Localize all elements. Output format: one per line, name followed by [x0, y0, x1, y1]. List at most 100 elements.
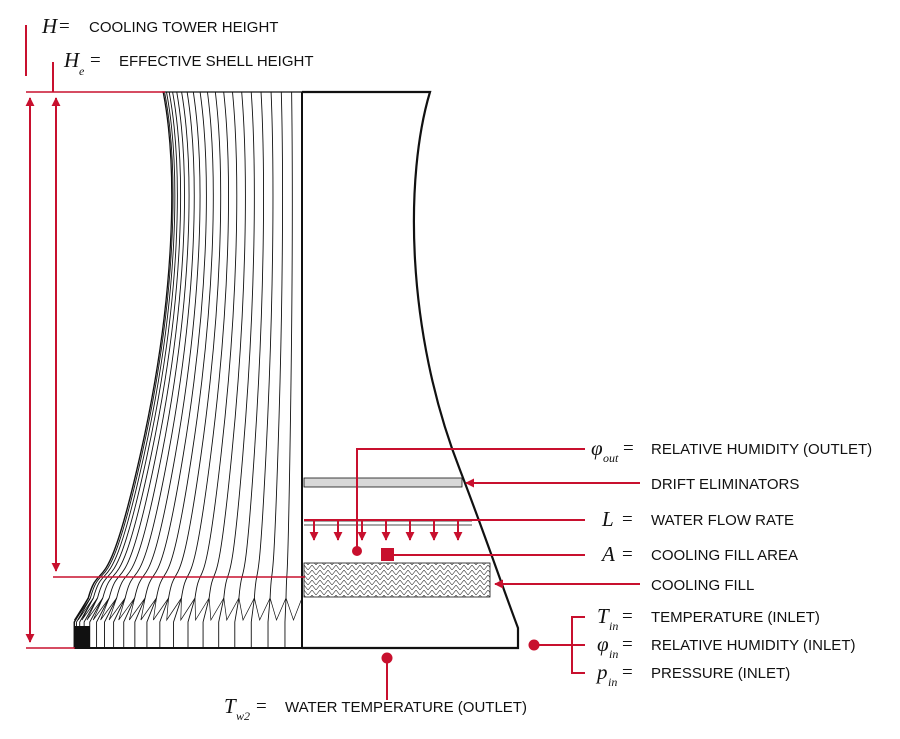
- equals-sign: =: [622, 606, 633, 627]
- equals-sign: =: [622, 544, 633, 565]
- tower-leg: [250, 597, 255, 648]
- inlet-dot: [528, 639, 540, 651]
- tower-rib: [134, 91, 201, 599]
- tower-base-foot: [74, 626, 90, 648]
- tower-brace: [153, 597, 169, 621]
- tower-leg: [173, 597, 182, 648]
- tower-leg: [159, 597, 169, 648]
- tower-leg: [202, 597, 210, 648]
- tower-brace: [285, 597, 303, 622]
- symbol-phi-out: φ: [591, 436, 603, 460]
- equals-sign: =: [622, 662, 633, 683]
- label-pressure-inlet: p in = PRESSURE (INLET): [595, 660, 790, 689]
- tower-rib: [208, 91, 246, 599]
- tower-leg: [123, 597, 136, 648]
- cooling-fill-block: [303, 562, 491, 598]
- label-text: COOLING TOWER HEIGHT: [89, 19, 278, 36]
- rh-outlet-leader: [356, 448, 585, 551]
- tower-brace: [100, 597, 117, 621]
- label-text: COOLING FILL: [651, 577, 754, 594]
- tower-leg: [267, 597, 271, 648]
- subscript: out: [603, 451, 619, 465]
- label-relative-humidity-outlet: φ out = RELATIVE HUMIDITY (OUTLET): [591, 436, 872, 465]
- equals-sign: =: [622, 634, 633, 655]
- equals-sign: =: [59, 16, 70, 37]
- symbol-h: H: [41, 14, 59, 38]
- tower-brace: [269, 597, 287, 622]
- tower-shell: [73, 90, 520, 650]
- tower-rib: [253, 91, 274, 599]
- tower-rib: [102, 91, 182, 599]
- tower-brace: [118, 597, 135, 621]
- label-drift-eliminators: DRIFT ELIMINATORS: [651, 476, 799, 493]
- label-text: TEMPERATURE (INLET): [651, 609, 820, 626]
- label-text: DRIFT ELIMINATORS: [651, 476, 799, 493]
- tower-rib: [116, 91, 190, 599]
- subscript: e: [79, 64, 85, 78]
- tower-rib: [89, 91, 174, 599]
- water-outlet-dot: [381, 652, 393, 664]
- subscript: in: [609, 647, 618, 661]
- tower-leg: [96, 597, 110, 648]
- tower-rib: [285, 91, 293, 599]
- tower-brace: [180, 597, 196, 622]
- label-temperature-inlet: T in = TEMPERATURE (INLET): [597, 604, 820, 633]
- tower-brace: [86, 597, 104, 621]
- tower-left-ribs: [87, 91, 304, 599]
- label-cooling-tower-height: H = COOLING TOWER HEIGHT: [41, 14, 278, 38]
- tower-brace: [140, 597, 157, 621]
- symbol-t-in: T: [597, 604, 610, 628]
- tower-brace: [223, 597, 240, 622]
- label-text: COOLING FILL AREA: [651, 547, 798, 564]
- tower-rib: [168, 91, 222, 599]
- tower-rib: [88, 91, 173, 599]
- label-text: PRESSURE (INLET): [651, 665, 790, 682]
- label-water-temperature-outlet: T w2 = WATER TEMPERATURE (OUTLET): [224, 694, 527, 723]
- label-cooling-fill-area: A = COOLING FILL AREA: [600, 542, 798, 566]
- tower-rib: [156, 91, 214, 599]
- tower-leg: [113, 597, 126, 648]
- label-text: EFFECTIVE SHELL HEIGHT: [119, 53, 313, 70]
- symbol-he: H: [63, 48, 81, 72]
- tower-rib: [269, 91, 284, 599]
- label-relative-humidity-inlet: φ in = RELATIVE HUMIDITY (INLET): [597, 632, 855, 661]
- tower-leg: [146, 597, 157, 648]
- symbol-p-in: p: [595, 660, 608, 684]
- fill-area-square: [381, 548, 394, 561]
- symbol-a: A: [600, 542, 615, 566]
- label-water-flow-rate: L = WATER FLOW RATE: [601, 507, 794, 531]
- subscript: w2: [236, 709, 250, 723]
- tower-brace: [108, 597, 126, 621]
- tower-support-legs: [73, 597, 303, 649]
- label-cooling-fill: COOLING FILL: [651, 577, 754, 594]
- label-text: RELATIVE HUMIDITY (OUTLET): [651, 441, 872, 458]
- tower-brace: [208, 597, 225, 622]
- tower-rib: [181, 91, 229, 599]
- subscript: in: [609, 619, 618, 633]
- water-flow-arrows: [309, 520, 463, 541]
- tower-leg: [134, 597, 146, 648]
- equals-sign: =: [256, 696, 267, 717]
- tower-rib: [108, 91, 185, 599]
- equals-sign: =: [90, 50, 101, 71]
- tower-leg: [218, 597, 225, 648]
- tower-brace: [194, 597, 210, 622]
- tower-rib: [238, 91, 264, 599]
- equals-sign: =: [622, 509, 633, 530]
- label-text: WATER TEMPERATURE (OUTLET): [285, 699, 527, 716]
- tower-rib: [97, 91, 178, 599]
- symbol-l: L: [601, 507, 614, 531]
- tower-right-wall: [302, 90, 520, 650]
- symbol-t-w2: T: [224, 694, 237, 718]
- symbol-phi-in: φ: [597, 632, 609, 656]
- annotations: [25, 25, 640, 700]
- tower-brace: [92, 597, 110, 621]
- tower-leg: [234, 597, 240, 648]
- tower-brace: [254, 597, 271, 622]
- tower-brace: [166, 597, 182, 622]
- tower-brace: [238, 597, 255, 622]
- drift-eliminator-layer: [303, 477, 463, 488]
- label-effective-shell-height: H e = EFFECTIVE SHELL HEIGHT: [63, 48, 313, 78]
